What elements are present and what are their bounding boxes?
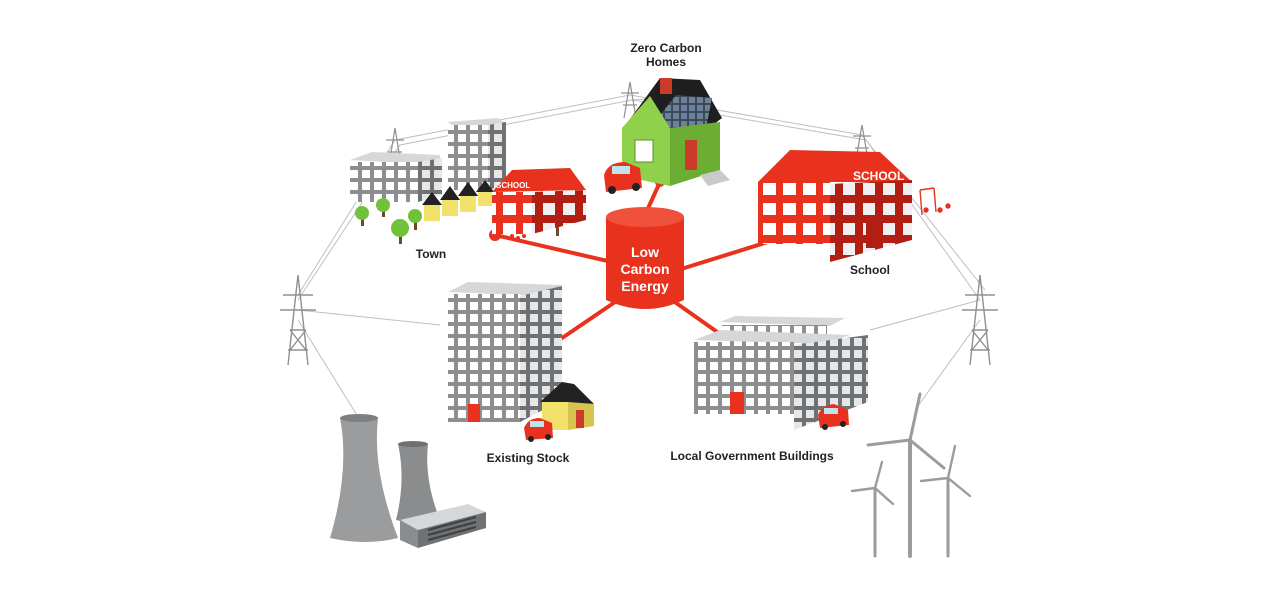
local-government-building-icon [694, 316, 868, 430]
car-icon [604, 162, 642, 194]
school-sign: SCHOOL [853, 169, 904, 183]
pylon-icon [621, 81, 639, 119]
existing-stock-building-icon [448, 282, 562, 422]
school-label: School [849, 263, 890, 277]
hub-line-2: Carbon [621, 261, 670, 277]
playground-icon [919, 187, 951, 216]
power-station-icon [330, 414, 486, 548]
local-government-buildings-label: Local Government Buildings [670, 449, 834, 463]
yellow-house-icon [540, 382, 594, 430]
pylon-icon [386, 127, 404, 166]
hub-line-3: Energy [621, 278, 669, 294]
people-icon [510, 234, 526, 240]
small-school-icon: SCHOOL [492, 168, 586, 234]
school-icon: SCHOOL [758, 150, 912, 262]
car-icon [524, 418, 553, 442]
car-icon [818, 404, 849, 430]
town-buildings-icon [350, 118, 506, 202]
existing-stock-label: Existing Stock [486, 451, 570, 465]
zero-carbon-homes-label-line1: Zero Carbon [630, 41, 702, 55]
wind-turbine-icon [850, 460, 895, 558]
town-houses-icon [422, 180, 494, 221]
pylon-icon [962, 274, 998, 366]
wind-turbine-icon [919, 444, 972, 558]
hub-line-1: Low [631, 244, 659, 260]
pylon-icon [280, 274, 316, 366]
zero-carbon-homes-label: Zero Carbon Homes [612, 41, 720, 69]
low-carbon-energy-hub: Low Carbon Energy [606, 207, 684, 309]
zero-carbon-homes-label-line2: Homes [645, 55, 686, 69]
small-school-sign: SCHOOL [496, 181, 530, 190]
pylon-icon [853, 124, 871, 161]
town-label: Town [415, 247, 447, 261]
zero-carbon-home-icon [622, 78, 730, 186]
wind-turbine-icon [866, 392, 946, 558]
